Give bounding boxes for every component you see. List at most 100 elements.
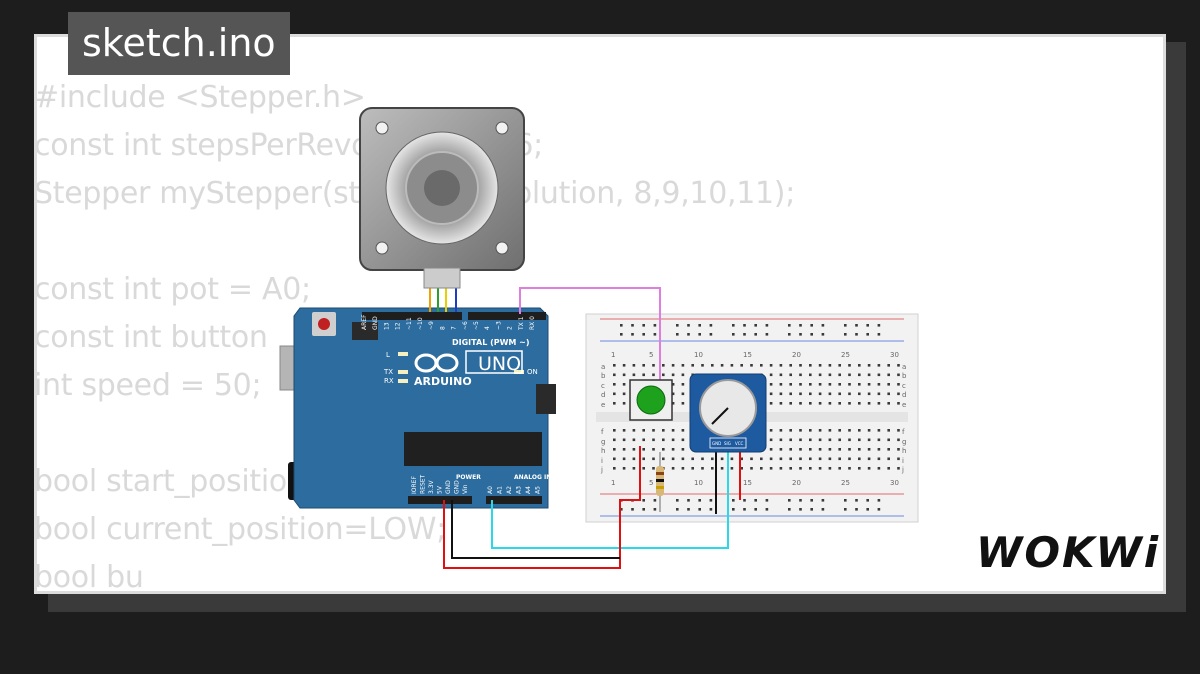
breadboard-hole[interactable]	[897, 467, 900, 470]
breadboard-hole[interactable]	[809, 429, 812, 432]
breadboard-hole[interactable]	[887, 392, 890, 396]
breadboard-hole[interactable]	[620, 324, 623, 327]
breadboard-hole[interactable]	[743, 508, 746, 511]
breadboard-hole[interactable]	[887, 364, 890, 367]
breadboard-hole[interactable]	[828, 438, 832, 442]
breadboard-hole[interactable]	[711, 467, 714, 470]
breadboard-hole[interactable]	[799, 457, 802, 461]
potentiometer[interactable]: GND SIG VCC	[689, 373, 767, 453]
breadboard-hole[interactable]	[740, 457, 743, 461]
breadboard-hole[interactable]	[622, 429, 626, 432]
breadboard-hole[interactable]	[652, 429, 655, 432]
breadboard-hole[interactable]	[810, 333, 813, 336]
breadboard-hole[interactable]	[720, 467, 724, 470]
breadboard-hole[interactable]	[788, 324, 791, 327]
breadboard-hole[interactable]	[681, 429, 685, 432]
breadboard-hole[interactable]	[897, 429, 900, 432]
breadboard-hole[interactable]	[858, 429, 861, 432]
breadboard-hole[interactable]	[877, 324, 881, 327]
breadboard-hole[interactable]	[760, 364, 763, 367]
breadboard-hole[interactable]	[821, 324, 825, 327]
breadboard-hole[interactable]	[613, 467, 616, 470]
breadboard-hole[interactable]	[838, 364, 841, 367]
breadboard-hole[interactable]	[631, 324, 634, 327]
breadboard-hole[interactable]	[799, 392, 802, 396]
breadboard-hole[interactable]	[809, 373, 812, 377]
breadboard-hole[interactable]	[838, 402, 841, 405]
breadboard-hole[interactable]	[691, 467, 694, 470]
breadboard-hole[interactable]	[613, 373, 616, 377]
breadboard-hole[interactable]	[622, 392, 626, 396]
breadboard-hole[interactable]	[662, 457, 665, 461]
breadboard-hole[interactable]	[799, 364, 802, 367]
breadboard-hole[interactable]	[789, 392, 792, 396]
breadboard-hole[interactable]	[754, 333, 757, 336]
breadboard-hole[interactable]	[632, 364, 636, 367]
breadboard-hole[interactable]	[676, 333, 679, 336]
breadboard-hole[interactable]	[887, 448, 890, 451]
breadboard-hole[interactable]	[732, 333, 735, 336]
breadboard-hole[interactable]	[858, 402, 861, 405]
breadboard-hole[interactable]	[613, 429, 616, 432]
breadboard-hole[interactable]	[698, 499, 701, 502]
breadboard-hole[interactable]	[671, 364, 675, 367]
breadboard-hole[interactable]	[711, 457, 714, 461]
breadboard-hole[interactable]	[671, 383, 675, 386]
breadboard-hole[interactable]	[622, 467, 626, 470]
breadboard-hole[interactable]	[642, 448, 645, 451]
breadboard-hole[interactable]	[867, 448, 871, 451]
breadboard-hole[interactable]	[844, 333, 847, 336]
breadboard-hole[interactable]	[887, 438, 890, 442]
breadboard-hole[interactable]	[743, 324, 746, 327]
breadboard-hole[interactable]	[809, 457, 812, 461]
breadboard-hole[interactable]	[769, 402, 773, 405]
breadboard-hole[interactable]	[769, 467, 773, 470]
breadboard-hole[interactable]	[897, 383, 900, 386]
breadboard-hole[interactable]	[681, 392, 685, 396]
breadboard-hole[interactable]	[653, 508, 657, 511]
breadboard-hole[interactable]	[642, 373, 645, 377]
breadboard-hole[interactable]	[676, 324, 679, 327]
breadboard-hole[interactable]	[769, 392, 773, 396]
breadboard-hole[interactable]	[750, 364, 753, 367]
breadboard-hole[interactable]	[613, 402, 616, 405]
breadboard-hole[interactable]	[809, 467, 812, 470]
breadboard-hole[interactable]	[620, 333, 623, 336]
breadboard-hole[interactable]	[844, 324, 847, 327]
breadboard-hole[interactable]	[828, 392, 832, 396]
breadboard-hole[interactable]	[671, 448, 675, 451]
breadboard-hole[interactable]	[789, 364, 792, 367]
breadboard-hole[interactable]	[809, 383, 812, 386]
breadboard-hole[interactable]	[671, 429, 675, 432]
breadboard-hole[interactable]	[698, 333, 701, 336]
breadboard-hole[interactable]	[887, 383, 890, 386]
breadboard-hole[interactable]	[838, 467, 841, 470]
breadboard-hole[interactable]	[769, 457, 773, 461]
breadboard-hole[interactable]	[642, 457, 645, 461]
breadboard-hole[interactable]	[769, 373, 773, 377]
breadboard-hole[interactable]	[622, 364, 626, 367]
breadboard-hole[interactable]	[765, 333, 769, 336]
breadboard-hole[interactable]	[867, 438, 871, 442]
breadboard-hole[interactable]	[642, 364, 645, 367]
breadboard-hole[interactable]	[867, 457, 871, 461]
breadboard-hole[interactable]	[760, 457, 763, 461]
breadboard-hole[interactable]	[799, 324, 802, 327]
breadboard-hole[interactable]	[848, 429, 851, 432]
breadboard-hole[interactable]	[642, 467, 645, 470]
breadboard-hole[interactable]	[779, 373, 783, 377]
breadboard-hole[interactable]	[828, 373, 832, 377]
breadboard-hole[interactable]	[858, 383, 861, 386]
breadboard-hole[interactable]	[887, 402, 890, 405]
breadboard-hole[interactable]	[887, 457, 890, 461]
breadboard-hole[interactable]	[867, 392, 871, 396]
breadboard-hole[interactable]	[789, 467, 792, 470]
breadboard-hole[interactable]	[622, 402, 626, 405]
breadboard-hole[interactable]	[818, 392, 822, 396]
breadboard-hole[interactable]	[691, 457, 694, 461]
breadboard-hole[interactable]	[720, 364, 724, 367]
breadboard-hole[interactable]	[866, 324, 869, 327]
breadboard-hole[interactable]	[848, 364, 851, 367]
breadboard-hole[interactable]	[676, 499, 679, 502]
breadboard-hole[interactable]	[838, 448, 841, 451]
